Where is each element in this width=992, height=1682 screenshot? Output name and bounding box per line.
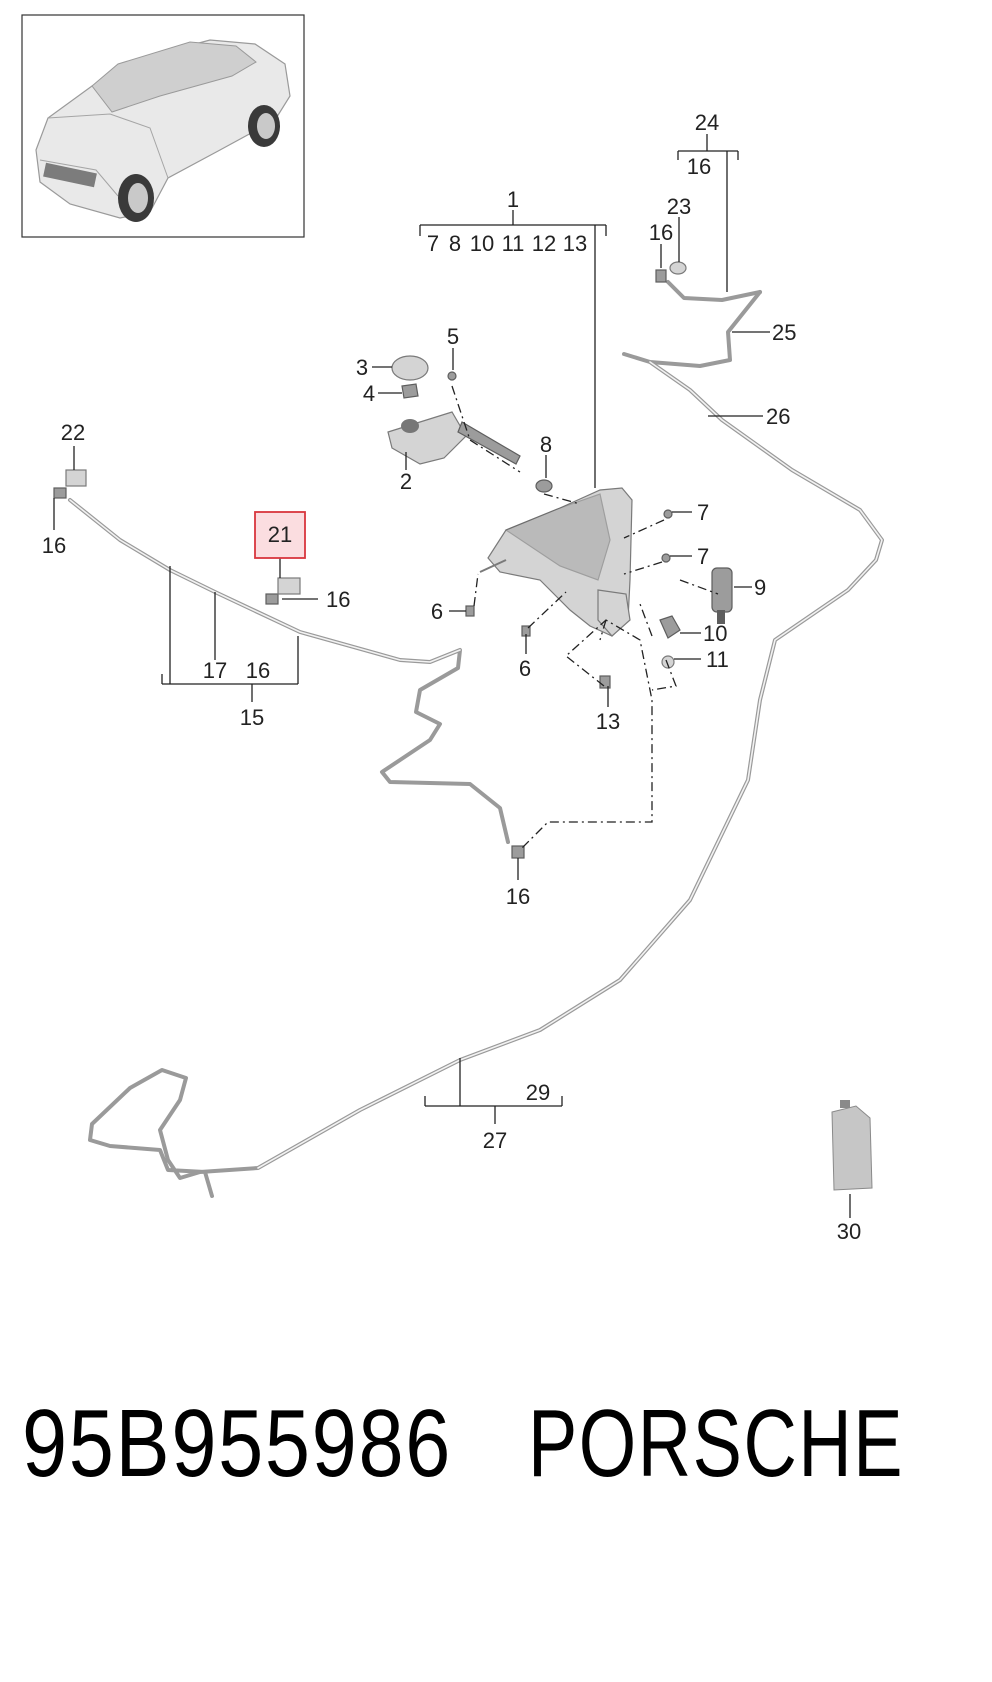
callout-16-bottom[interactable]: 16 bbox=[506, 884, 530, 909]
small-parts bbox=[53, 261, 687, 859]
leader-lines bbox=[53, 134, 851, 1218]
callout-3[interactable]: 3 bbox=[356, 355, 368, 380]
filler-cap bbox=[391, 355, 429, 399]
callout-23[interactable]: 23 bbox=[667, 194, 691, 219]
callout-25[interactable]: 25 bbox=[772, 320, 796, 345]
callout-1-sub-8[interactable]: 8 bbox=[449, 231, 461, 256]
callout-15[interactable]: 15 bbox=[240, 705, 264, 730]
callout-1-sub-10[interactable]: 10 bbox=[470, 231, 494, 256]
callout-15-sub-16[interactable]: 16 bbox=[246, 658, 270, 683]
callout-13[interactable]: 13 bbox=[596, 709, 620, 734]
callout-21[interactable]: 21 bbox=[268, 522, 292, 547]
callout-16-21[interactable]: 16 bbox=[326, 587, 350, 612]
oil-bottle-icon bbox=[831, 1100, 873, 1191]
callout-2[interactable]: 2 bbox=[400, 469, 412, 494]
connection-lines bbox=[451, 385, 719, 851]
callout-4[interactable]: 4 bbox=[363, 381, 375, 406]
callout-15-sub-17[interactable]: 17 bbox=[203, 658, 227, 683]
callout-8[interactable]: 8 bbox=[540, 432, 552, 457]
pump bbox=[711, 567, 733, 624]
brand-name: PORSCHE bbox=[528, 1390, 904, 1497]
callout-22[interactable]: 22 bbox=[61, 420, 85, 445]
callout-10[interactable]: 10 bbox=[703, 621, 727, 646]
hose-lines bbox=[68, 280, 884, 1198]
callout-1-sub-11[interactable]: 11 bbox=[502, 231, 525, 256]
grommet bbox=[535, 479, 681, 639]
callout-16-top[interactable]: 16 bbox=[649, 220, 673, 245]
part-number: 95B955986 bbox=[22, 1390, 452, 1497]
callout-27[interactable]: 27 bbox=[483, 1128, 507, 1153]
callout-26[interactable]: 26 bbox=[766, 404, 790, 429]
callout-labels: 1 7 8 10 11 12 13 24 16 23 16 25 26 5 3 … bbox=[42, 110, 861, 1244]
callout-6b[interactable]: 6 bbox=[519, 656, 531, 681]
callout-9[interactable]: 9 bbox=[754, 575, 766, 600]
callout-24[interactable]: 24 bbox=[695, 110, 719, 135]
highlight-box bbox=[254, 511, 306, 559]
callout-6a[interactable]: 6 bbox=[431, 599, 443, 624]
callout-7b[interactable]: 7 bbox=[697, 544, 709, 569]
callout-30[interactable]: 30 bbox=[837, 1219, 861, 1244]
callout-29[interactable]: 29 bbox=[526, 1080, 550, 1105]
callout-1-sub-12[interactable]: 12 bbox=[532, 231, 556, 256]
callout-11[interactable]: 11 bbox=[706, 647, 729, 672]
callout-5[interactable]: 5 bbox=[447, 324, 459, 349]
callout-24-sub-16[interactable]: 16 bbox=[687, 154, 711, 179]
footer: 95B955986 PORSCHE bbox=[22, 1390, 904, 1497]
callout-16-left[interactable]: 16 bbox=[42, 533, 66, 558]
washer-reservoir bbox=[479, 487, 633, 637]
car-icon bbox=[35, 39, 291, 222]
filler-neck bbox=[387, 411, 521, 465]
callout-7a[interactable]: 7 bbox=[697, 500, 709, 525]
vehicle-thumbnail bbox=[21, 14, 305, 238]
callout-1-sub-13[interactable]: 13 bbox=[563, 231, 587, 256]
callout-1-sub-7[interactable]: 7 bbox=[427, 231, 439, 256]
callout-1[interactable]: 1 bbox=[507, 187, 519, 212]
